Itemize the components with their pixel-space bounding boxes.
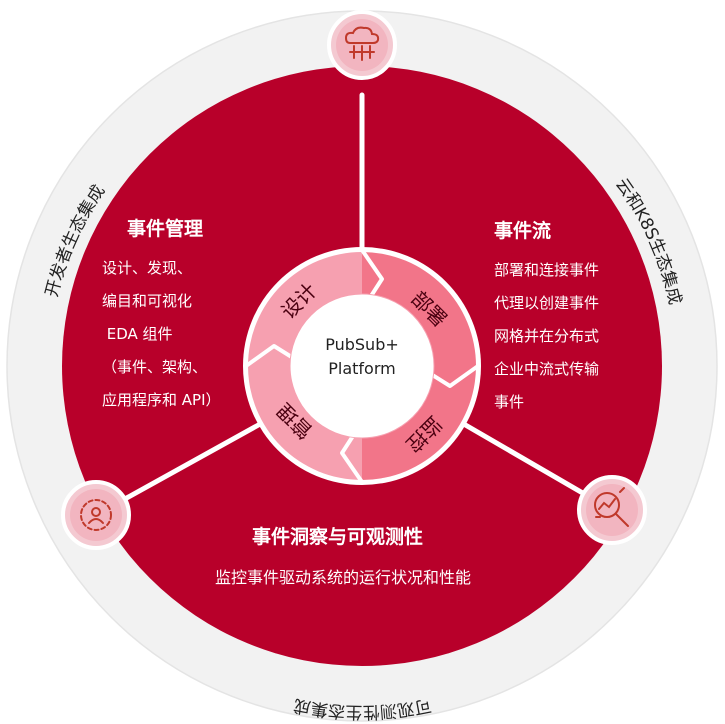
event-streaming-line: 企业中流式传输 (494, 360, 600, 378)
event-streaming-line: 事件 (494, 393, 525, 411)
event-streaming-line: 网格并在分布式 (494, 327, 600, 345)
center-title-line1: PubSub+ (325, 335, 399, 354)
event-insights-title: 事件洞察与可观测性 (252, 526, 424, 548)
center-title: PubSub+ Platform (287, 333, 437, 381)
person-circle-icon (61, 480, 131, 550)
center-disc (289, 293, 435, 439)
event-management-line: 应用程序和 API） (102, 391, 221, 409)
magnifier-chart-icon (577, 475, 647, 545)
event-management-description: 设计、发现、 编目和可视化 EDA 组件 （事件、架构、 应用程序和 API） (102, 252, 221, 417)
event-management-title: 事件管理 (127, 218, 204, 240)
event-management-line: 编目和可视化 (102, 292, 193, 310)
cloud-network-icon (327, 10, 397, 80)
event-streaming-line: 部署和连接事件 (494, 261, 600, 279)
event-management-line: （事件、架构、 (102, 358, 208, 376)
event-management-line: 设计、发现、 (102, 259, 193, 277)
center-title-line2: Platform (328, 359, 396, 378)
event-insights-description: 监控事件驱动系统的运行状况和性能 (215, 568, 472, 587)
cycle-ring (244, 248, 480, 484)
event-streaming-line: 代理以创建事件 (494, 294, 600, 312)
event-management-line: EDA 组件 (102, 325, 173, 343)
event-streaming-description: 部署和连接事件 代理以创建事件 网格并在分布式 企业中流式传输 事件 (494, 254, 599, 419)
event-streaming-title: 事件流 (494, 220, 552, 242)
